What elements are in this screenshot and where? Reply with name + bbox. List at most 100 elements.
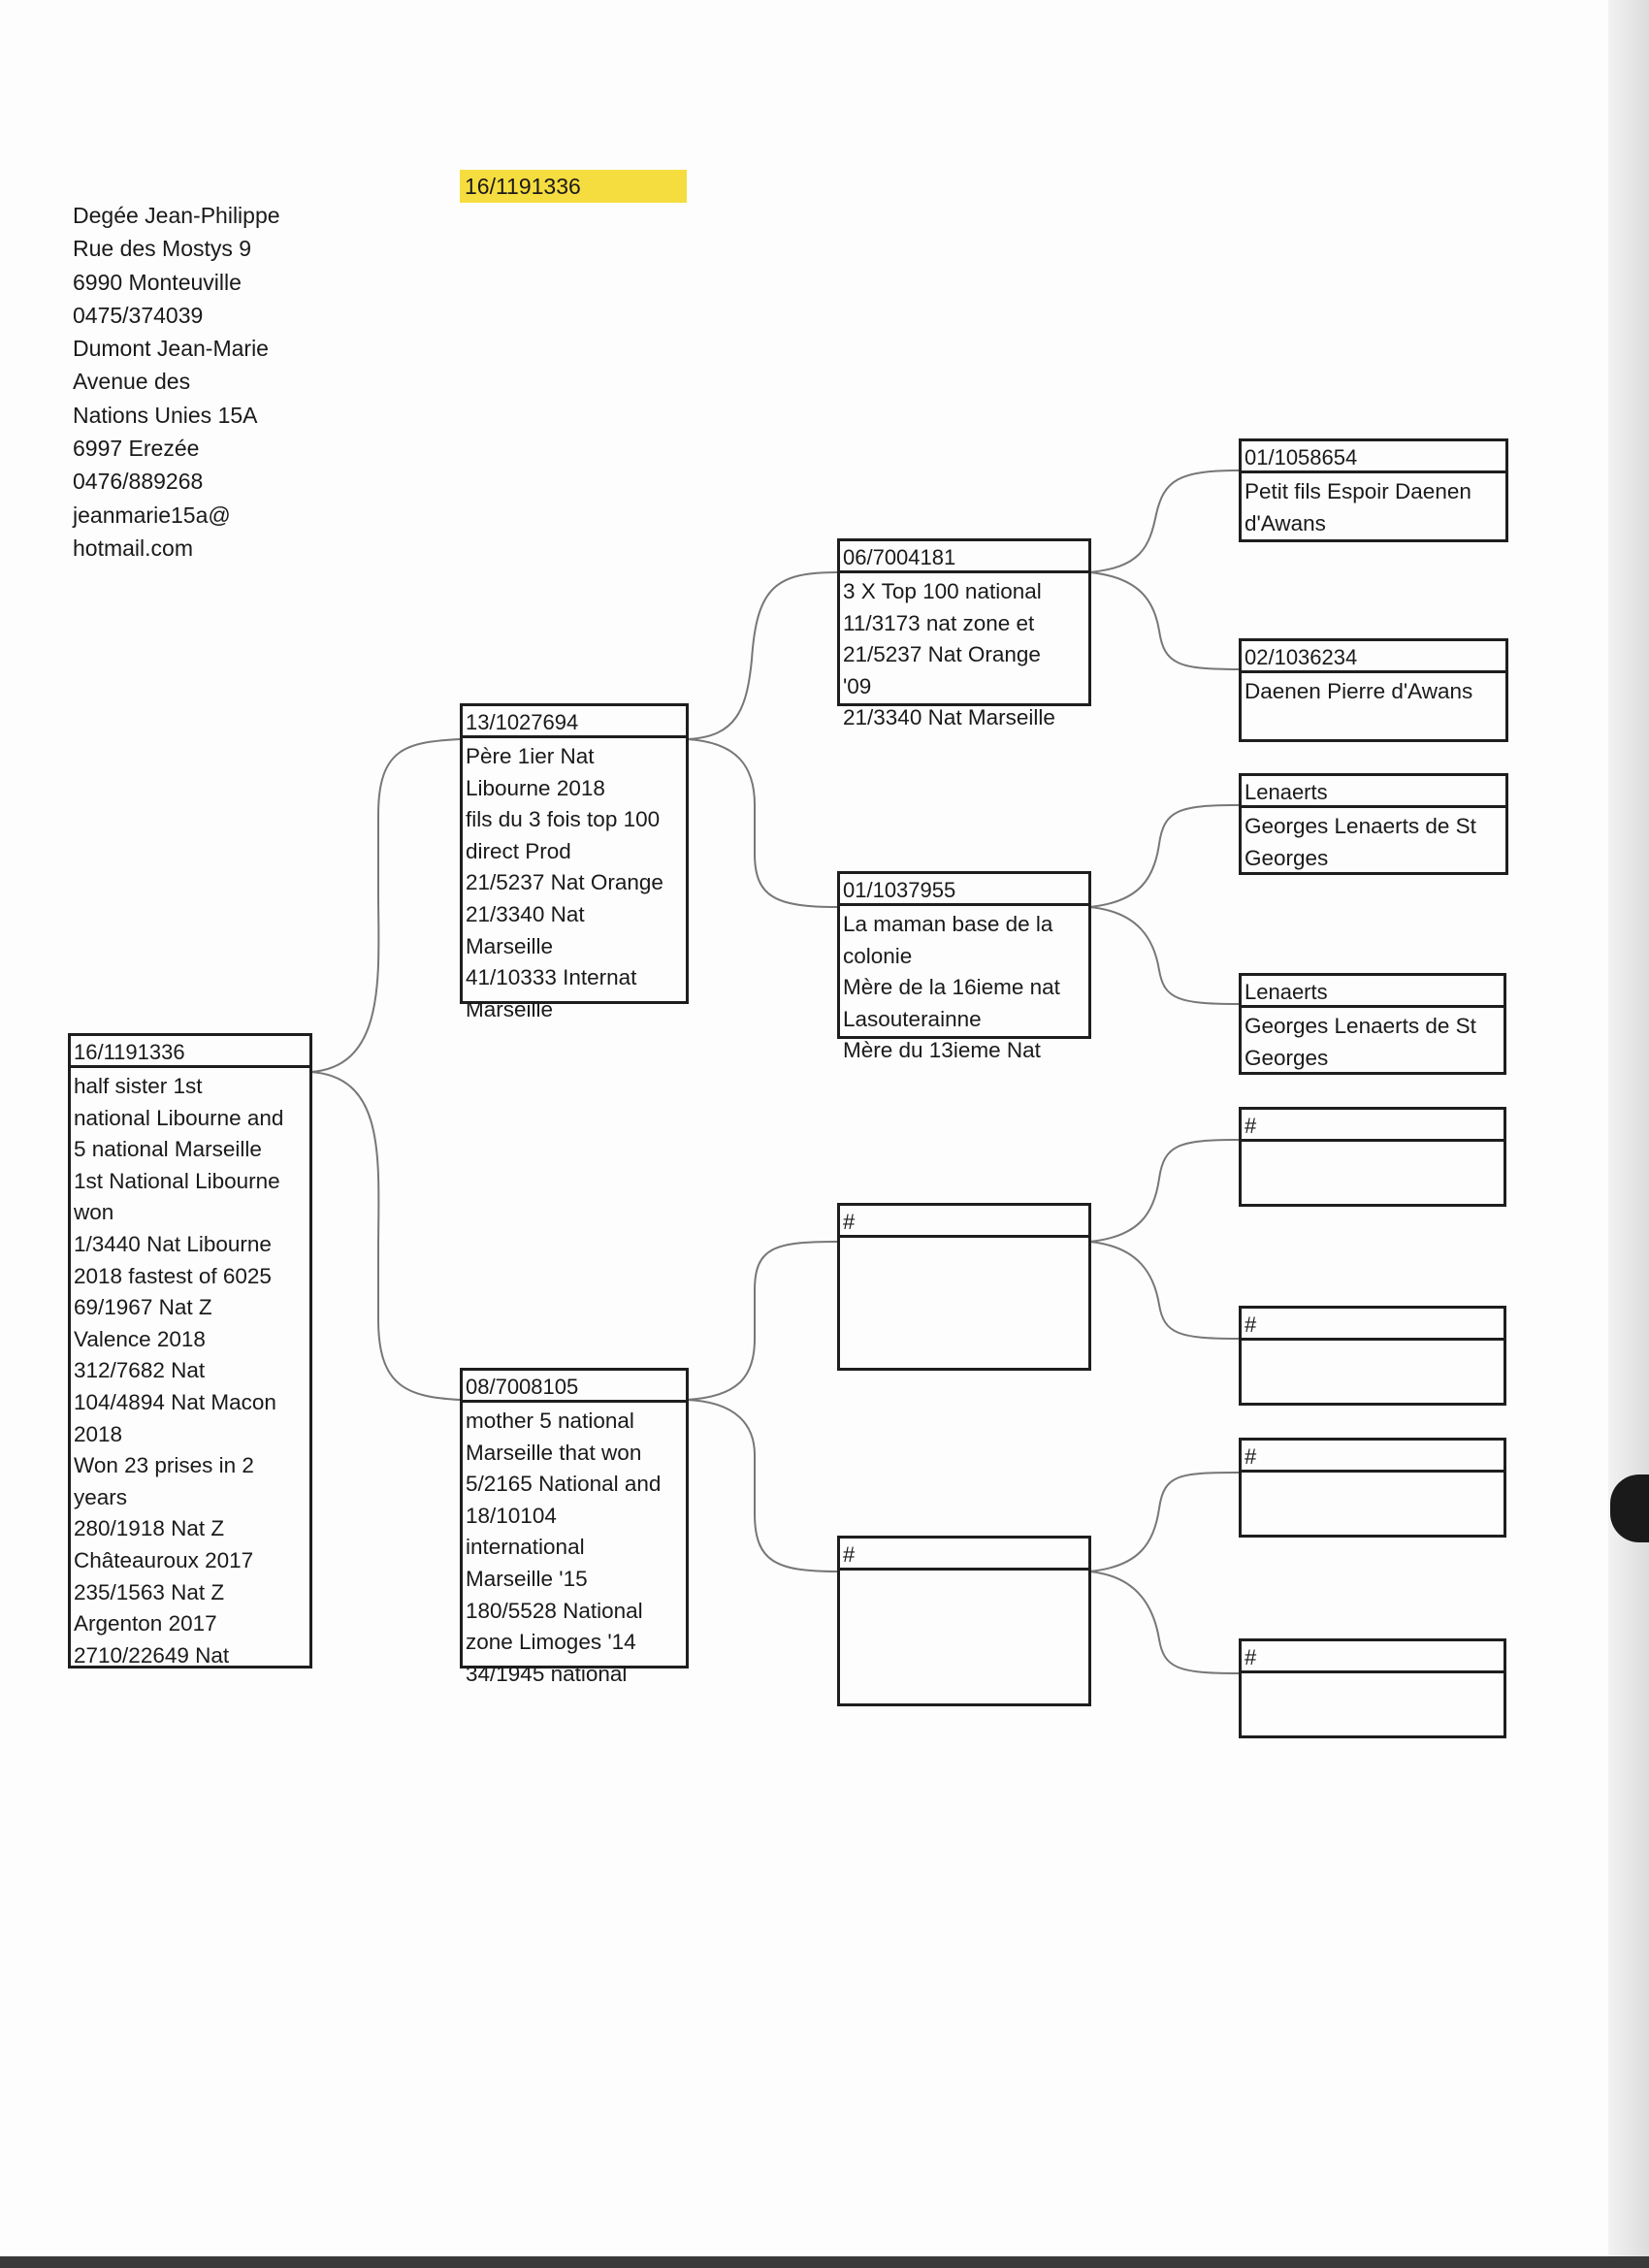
great-grandparent-8-box: # bbox=[1239, 1638, 1506, 1738]
note-line: Georges Lenaerts de St bbox=[1245, 814, 1476, 838]
note-line: direct Prod bbox=[466, 838, 571, 863]
ring-number: 06/7004181 bbox=[840, 541, 1088, 573]
note-line: 280/1918 Nat Z bbox=[74, 1516, 225, 1541]
contact-line: jeanmarie15a@ bbox=[73, 502, 231, 528]
note-line: 180/5528 National bbox=[466, 1598, 643, 1623]
note-line: 104/4894 Nat Macon bbox=[74, 1389, 276, 1414]
pedigree-notes: Georges Lenaerts de St Georges bbox=[1245, 1011, 1476, 1074]
note-line: 34/1945 national bbox=[466, 1661, 628, 1686]
note-line: half sister 1st bbox=[74, 1074, 203, 1098]
note-line: years bbox=[74, 1484, 128, 1509]
connector-ss-gg1 bbox=[1088, 470, 1240, 573]
note-line: 1st National Libourne bbox=[74, 1168, 280, 1193]
connector-subject-dam bbox=[309, 1071, 461, 1401]
note-line: d'Awans bbox=[1245, 510, 1326, 535]
connector-dam-dd bbox=[686, 1399, 838, 1572]
ring-number: # bbox=[1242, 1441, 1504, 1473]
connector-dd-gg8 bbox=[1088, 1571, 1240, 1674]
ring-number: # bbox=[840, 1539, 1088, 1571]
ring-number: 02/1036234 bbox=[1242, 641, 1505, 673]
note-line: colonie bbox=[843, 943, 913, 968]
connector-ds-gg5 bbox=[1088, 1139, 1240, 1243]
note-line: 312/7682 Nat bbox=[74, 1358, 206, 1383]
connector-ss-gg2 bbox=[1088, 571, 1240, 670]
note-line: 21/3340 Nat bbox=[466, 901, 585, 926]
connector-dd-gg7 bbox=[1088, 1472, 1240, 1572]
pedigree-notes: half sister 1st national Libourne and 5 n… bbox=[74, 1071, 283, 1671]
note-line: 11/3173 nat zone et bbox=[843, 610, 1035, 635]
note-line: 21/5237 Nat Orange bbox=[466, 870, 663, 895]
note-line: 1/3440 Nat Libourne bbox=[74, 1231, 272, 1256]
scan-bottom-edge bbox=[0, 2256, 1649, 2268]
note-line: 2018 bbox=[74, 1421, 123, 1446]
contact-line: hotmail.com bbox=[73, 535, 193, 561]
contact-line: Degée Jean-Philippe bbox=[73, 203, 280, 228]
great-grandparent-5-box: # bbox=[1239, 1107, 1506, 1207]
ring-number: 01/1037955 bbox=[840, 874, 1088, 906]
note-line: 21/5237 Nat Orange bbox=[843, 642, 1041, 667]
ring-number: 16/1191336 bbox=[71, 1036, 309, 1068]
note-line: Mère de la 16ieme nat bbox=[843, 975, 1060, 1000]
contact-line: Rue des Mostys 9 bbox=[73, 236, 252, 262]
connector-ds-gg6 bbox=[1088, 1241, 1240, 1340]
contact-line: Dumont Jean-Marie bbox=[73, 336, 269, 362]
note-line: Petit fils Espoir Daenen bbox=[1245, 479, 1471, 503]
note-line: Daenen Pierre d'Awans bbox=[1245, 679, 1473, 703]
contact-line: 6997 Erezée bbox=[73, 436, 200, 462]
note-line: La maman base de la bbox=[843, 912, 1053, 936]
note-line: Libourne 2018 bbox=[466, 775, 605, 800]
note-line: Marseille bbox=[466, 933, 554, 958]
ring-number: # bbox=[1242, 1309, 1504, 1341]
note-line: fils du 3 fois top 100 bbox=[466, 807, 661, 832]
scan-edge bbox=[1608, 0, 1649, 2268]
note-line: Valence 2018 bbox=[74, 1326, 206, 1351]
ring-number: # bbox=[1242, 1110, 1504, 1142]
note-line: international bbox=[466, 1535, 585, 1560]
pedigree-notes: Georges Lenaerts de St Georges bbox=[1245, 811, 1476, 874]
note-line: 3 X Top 100 national bbox=[843, 579, 1042, 603]
contact-line: 6990 Monteuville bbox=[73, 269, 242, 295]
ring-number: 01/1058654 bbox=[1242, 441, 1505, 473]
note-line: 5/2165 National and bbox=[466, 1472, 662, 1497]
dam-sire-box: # bbox=[837, 1203, 1091, 1371]
note-line: zone Limoges '14 bbox=[466, 1630, 636, 1655]
note-line: Georges bbox=[1245, 1045, 1329, 1070]
note-line: Marseille that won bbox=[466, 1440, 642, 1465]
connector-sd-gg4 bbox=[1088, 906, 1240, 1005]
pedigree-notes: 3 X Top 100 national 11/3173 nat zone et 2… bbox=[843, 576, 1055, 734]
note-line: 5 national Marseille bbox=[74, 1137, 262, 1162]
note-line: Won 23 prises in 2 bbox=[74, 1453, 254, 1478]
note-line: Georges bbox=[1245, 845, 1329, 870]
note-line: 41/10333 Internat bbox=[466, 965, 637, 990]
note-line: 2710/22649 Nat bbox=[74, 1642, 230, 1668]
pedigree-notes: Petit fils Espoir Daenen d'Awans bbox=[1245, 476, 1471, 539]
note-line: Georges Lenaerts de St bbox=[1245, 1014, 1476, 1038]
connector-dam-ds bbox=[686, 1241, 838, 1401]
connector-sire-ss bbox=[686, 571, 838, 740]
contact-line: Avenue des bbox=[73, 369, 191, 395]
connector-sire-sd bbox=[686, 738, 838, 908]
ring-number: Lenaerts bbox=[1242, 776, 1505, 808]
sire-sire-box: 06/7004181 3 X Top 100 national 11/3173 na… bbox=[837, 538, 1091, 729]
note-line: 18/10104 bbox=[466, 1503, 557, 1528]
contact-line: 0475/374039 bbox=[73, 302, 204, 328]
note-line: Marseille '15 bbox=[466, 1566, 588, 1591]
note-line: won bbox=[74, 1200, 114, 1225]
header-ring-number: 16/1191336 bbox=[460, 170, 687, 203]
note-line: 2018 fastest of 6025 bbox=[74, 1263, 272, 1288]
note-line: national Libourne and bbox=[74, 1105, 284, 1130]
subject-box: 16/1191336 half sister 1st national Libour… bbox=[68, 1033, 312, 1669]
great-grandparent-7-box: # bbox=[1239, 1438, 1506, 1538]
note-line: Marseille bbox=[466, 996, 554, 1021]
note-line: '09 bbox=[843, 673, 872, 698]
